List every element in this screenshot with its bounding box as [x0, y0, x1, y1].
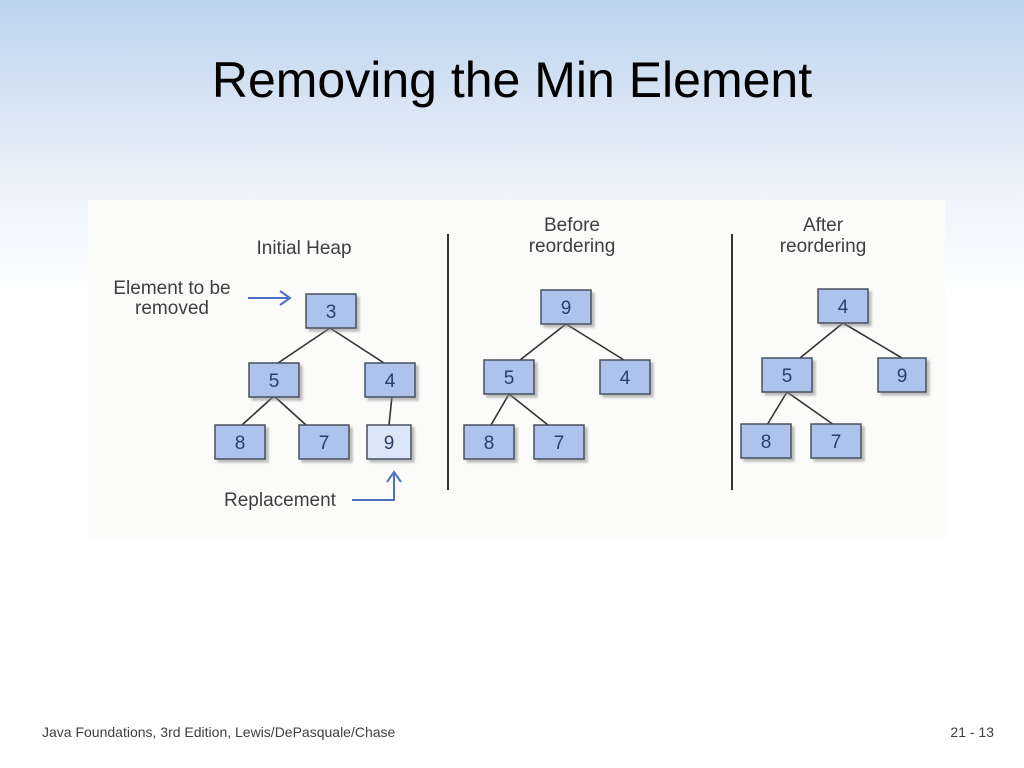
svg-text:7: 7	[831, 432, 842, 453]
heap-node: 8	[463, 424, 515, 460]
svg-text:8: 8	[484, 433, 495, 454]
panel-before-heading: Before	[544, 215, 600, 236]
svg-text:9: 9	[384, 433, 395, 454]
heap-node: 8	[740, 423, 792, 459]
heap-node: 5	[761, 357, 813, 393]
heap-node: 4	[817, 288, 869, 324]
panel-initial-heap: Initial Heap Element to be removed 3	[113, 238, 416, 511]
svg-text:8: 8	[235, 433, 246, 454]
svg-text:8: 8	[761, 432, 772, 453]
svg-text:7: 7	[554, 433, 565, 454]
svg-text:5: 5	[269, 371, 280, 392]
heap-node: 5	[248, 362, 300, 398]
initial-heap-edges	[241, 327, 393, 426]
svg-text:4: 4	[620, 368, 631, 389]
panel-after-reordering: After reordering 4 5 9 8	[740, 215, 927, 459]
heap-node: 7	[810, 423, 862, 459]
slide-title: Removing the Min Element	[211, 52, 813, 108]
element-to-remove-label-2: removed	[135, 298, 209, 319]
element-to-remove-label: Element to be	[113, 278, 230, 299]
heap-diagram: Initial Heap Element to be removed 3	[88, 200, 945, 540]
arrow-up-icon	[352, 470, 402, 501]
slide-number: 21 - 13	[950, 724, 994, 740]
panel-after-heading: After	[803, 215, 844, 236]
svg-text:4: 4	[385, 371, 396, 392]
heap-node: 4	[364, 362, 416, 398]
panel-before-reordering: Before reordering 9 5 4 8	[463, 215, 651, 460]
svg-text:3: 3	[326, 302, 337, 323]
heap-node: 7	[298, 424, 350, 460]
footer-citation: Java Foundations, 3rd Edition, Lewis/DeP…	[42, 724, 396, 740]
replacement-label: Replacement	[224, 490, 337, 511]
before-heap-edges	[490, 323, 625, 426]
heap-node: 5	[483, 359, 535, 395]
heap-node: 8	[214, 424, 266, 460]
heap-node: 9	[877, 357, 927, 393]
heap-node: 9	[540, 289, 592, 325]
svg-text:4: 4	[838, 297, 849, 318]
panel-initial-heading: Initial Heap	[256, 238, 351, 259]
svg-text:5: 5	[782, 366, 793, 387]
heap-node: 7	[533, 424, 585, 460]
replacement-node: 9	[366, 424, 412, 460]
arrow-icon	[248, 290, 292, 306]
svg-text:9: 9	[561, 298, 572, 319]
after-heap-edges	[766, 322, 903, 426]
heap-node: 4	[599, 359, 651, 395]
svg-text:5: 5	[504, 368, 515, 389]
heap-node: 3	[305, 293, 357, 329]
panel-after-heading-2: reordering	[780, 236, 867, 257]
svg-text:7: 7	[319, 433, 330, 454]
svg-text:9: 9	[897, 366, 908, 387]
panel-before-heading-2: reordering	[529, 236, 616, 257]
